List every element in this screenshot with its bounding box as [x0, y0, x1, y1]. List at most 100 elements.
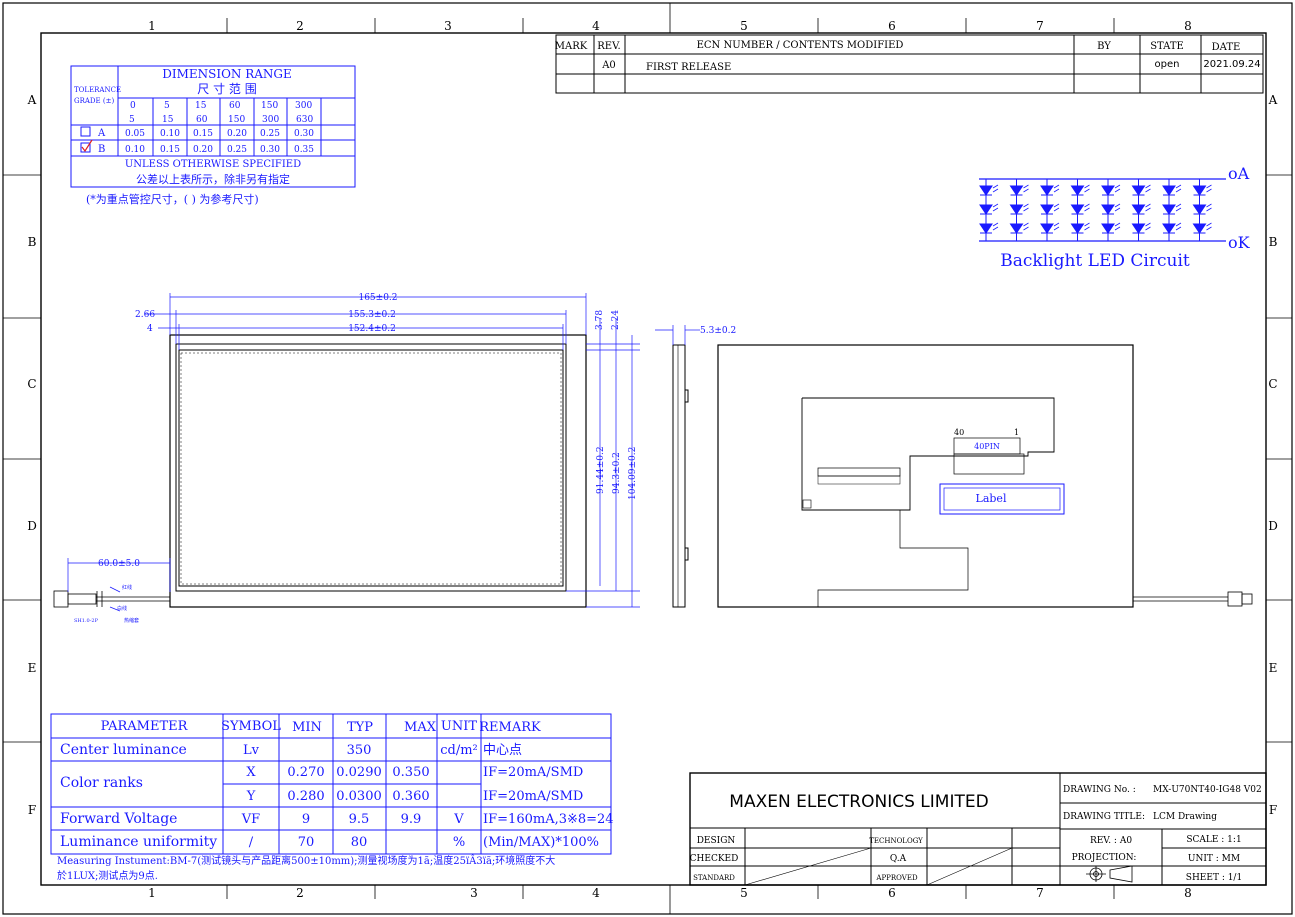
tol-a-value: 0.15 — [193, 129, 213, 139]
row-label-left: E — [28, 661, 37, 675]
wire-white-label: 白线 — [117, 605, 127, 612]
led-diode-icon — [1131, 223, 1146, 234]
dim-left-offset: 2.66 — [135, 310, 155, 320]
spec-cell-max: 0.350 — [392, 765, 429, 780]
led-diode-icon — [1009, 185, 1024, 196]
spec-cell-min: 9 — [302, 812, 310, 827]
spec-cell-min: 0.270 — [287, 765, 324, 780]
led-diode-icon — [1101, 185, 1115, 196]
tolerance-grade-label: TOLERANCE — [74, 86, 121, 94]
led-diode-icon — [1192, 185, 1207, 196]
spec-cell-unit: % — [453, 835, 465, 850]
projection-label: PROJECTION: — [1072, 853, 1137, 863]
spec-cell-unit: cd/m² — [440, 743, 478, 758]
back-label-text: Label — [976, 492, 1007, 505]
range-to: 300 — [262, 115, 279, 125]
col-label-top: 8 — [1184, 19, 1192, 33]
led-diode-icon — [979, 185, 993, 196]
projection-symbol-icon — [1086, 865, 1133, 883]
col-label-bottom: 2 — [296, 886, 304, 900]
backlight-cable — [53, 590, 170, 608]
tolerance-footer-cn: 公差以上表所示，除非另有指定 — [136, 172, 290, 186]
led-diode-icon — [979, 204, 993, 215]
range-to: 150 — [228, 115, 245, 125]
led-diode-icon — [1070, 204, 1085, 215]
dim-outline-height: 94.3±0.2 — [612, 452, 622, 494]
led-diode-icon — [1131, 185, 1146, 196]
grid-labels: 1 2 3 4 5 6 7 8 1 2 3 4 5 6 7 8 A B C D … — [27, 19, 1278, 900]
spec-cell-max: 0.360 — [392, 789, 429, 804]
led-diode-icon — [1192, 204, 1207, 215]
cathode-label: oK — [1228, 233, 1251, 252]
label-area — [939, 483, 1065, 515]
unit-field: UNIT : MM — [1188, 854, 1240, 864]
scale-field: SCALE : 1:1 — [1186, 835, 1241, 845]
drawing-no-label: DRAWING No. : — [1063, 785, 1136, 795]
spec-cell-typ: 0.0290 — [336, 765, 382, 780]
dim-thickness: 5.3±0.2 — [700, 326, 736, 336]
spec-cell-parameter: Color ranks — [60, 775, 143, 791]
spec-cell-unit: V — [453, 812, 464, 827]
rev-header-rev: REV. — [597, 41, 620, 52]
rev-date-value: 2021.09.24 — [1203, 59, 1260, 70]
spec-cell-remark: 中心点 — [483, 743, 522, 758]
heat-shrink-label: 热缩套 — [124, 617, 139, 624]
spec-cell-typ: 0.0300 — [336, 789, 382, 804]
spec-cell-remark: IF=160mA,3※8=24 — [483, 812, 614, 827]
drawing-title-label: DRAWING TITLE: — [1063, 812, 1145, 822]
rev-ecn-value: FIRST RELEASE — [646, 62, 731, 73]
led-diode-icon — [1162, 204, 1176, 215]
title-block: MAXEN ELECTRONICS LIMITED DRAWING No. : … — [689, 772, 1267, 886]
range-from: 15 — [195, 101, 207, 111]
spec-cell-parameter: Center luminance — [60, 742, 187, 758]
connector-40pin-label: 40PIN — [974, 442, 1000, 451]
range-to: 15 — [162, 115, 174, 125]
led-diode-icon — [1162, 185, 1176, 196]
technology-label: TECHNOLOGY — [869, 837, 923, 845]
tol-a-value: 0.10 — [160, 129, 180, 139]
col-label-bottom: 6 — [888, 886, 896, 900]
col-label-top: 5 — [740, 19, 748, 33]
standard-label: STANDARD — [693, 874, 735, 882]
rev-header-by: BY — [1097, 41, 1111, 52]
led-string — [979, 179, 999, 241]
row-label-right: A — [1268, 93, 1278, 107]
checked-label: CHECKED — [690, 854, 739, 864]
spec-cell-min: 70 — [298, 835, 315, 850]
tolerance-footer-en: UNLESS OTHERWISE SPECIFIED — [125, 159, 301, 170]
anode-label: oA — [1228, 164, 1250, 183]
tolerance-table: DIMENSION RANGE 尺 寸 范 围 TOLERANCE GRADE … — [70, 65, 356, 188]
spec-header-max: MAX — [404, 720, 437, 735]
tol-b-value: 0.25 — [227, 145, 247, 155]
drawing-no: MX-U70NT40-IG48 V02 — [1153, 785, 1262, 795]
led-string — [1192, 179, 1212, 241]
active-area — [178, 349, 564, 587]
rev-header-mark: MARK — [555, 41, 588, 52]
led-string — [1131, 179, 1151, 241]
row-label-left: F — [28, 803, 36, 817]
dim-top-offset: 3.78 — [595, 310, 605, 330]
rev-header-date: DATE — [1212, 42, 1241, 53]
specs-table: PARAMETER SYMBOL MIN TYP MAX UNIT REMARK… — [50, 713, 614, 882]
led-diode-icon — [1070, 223, 1085, 234]
dim-overall-width: 165±0.2 — [358, 293, 397, 303]
spec-cell-remark: IF=20mA/SMD — [483, 789, 583, 804]
measurement-note: Measuring Instument:BM-7(测试镜头与产品距离500±10… — [57, 854, 555, 867]
dim-left-offset: 4 — [147, 324, 153, 334]
spec-header-remark: REMARK — [479, 720, 541, 735]
spec-cell-typ: 80 — [351, 835, 368, 850]
led-diode-icon — [1040, 185, 1054, 196]
grade-b-label: B — [98, 144, 105, 155]
rev-header-ecn: ECN NUMBER / CONTENTS MODIFIED — [697, 40, 904, 51]
range-to: 5 — [129, 115, 135, 125]
row-label-left: D — [27, 519, 37, 533]
spec-cell-parameter: Forward Voltage — [60, 811, 177, 827]
led-string — [1040, 179, 1060, 241]
col-label-top: 4 — [592, 19, 600, 33]
back-view — [717, 344, 1253, 608]
col-label-bottom: 3 — [470, 886, 478, 900]
spec-cell-symbol: VF — [241, 812, 260, 827]
tol-b-value: 0.30 — [260, 145, 280, 155]
